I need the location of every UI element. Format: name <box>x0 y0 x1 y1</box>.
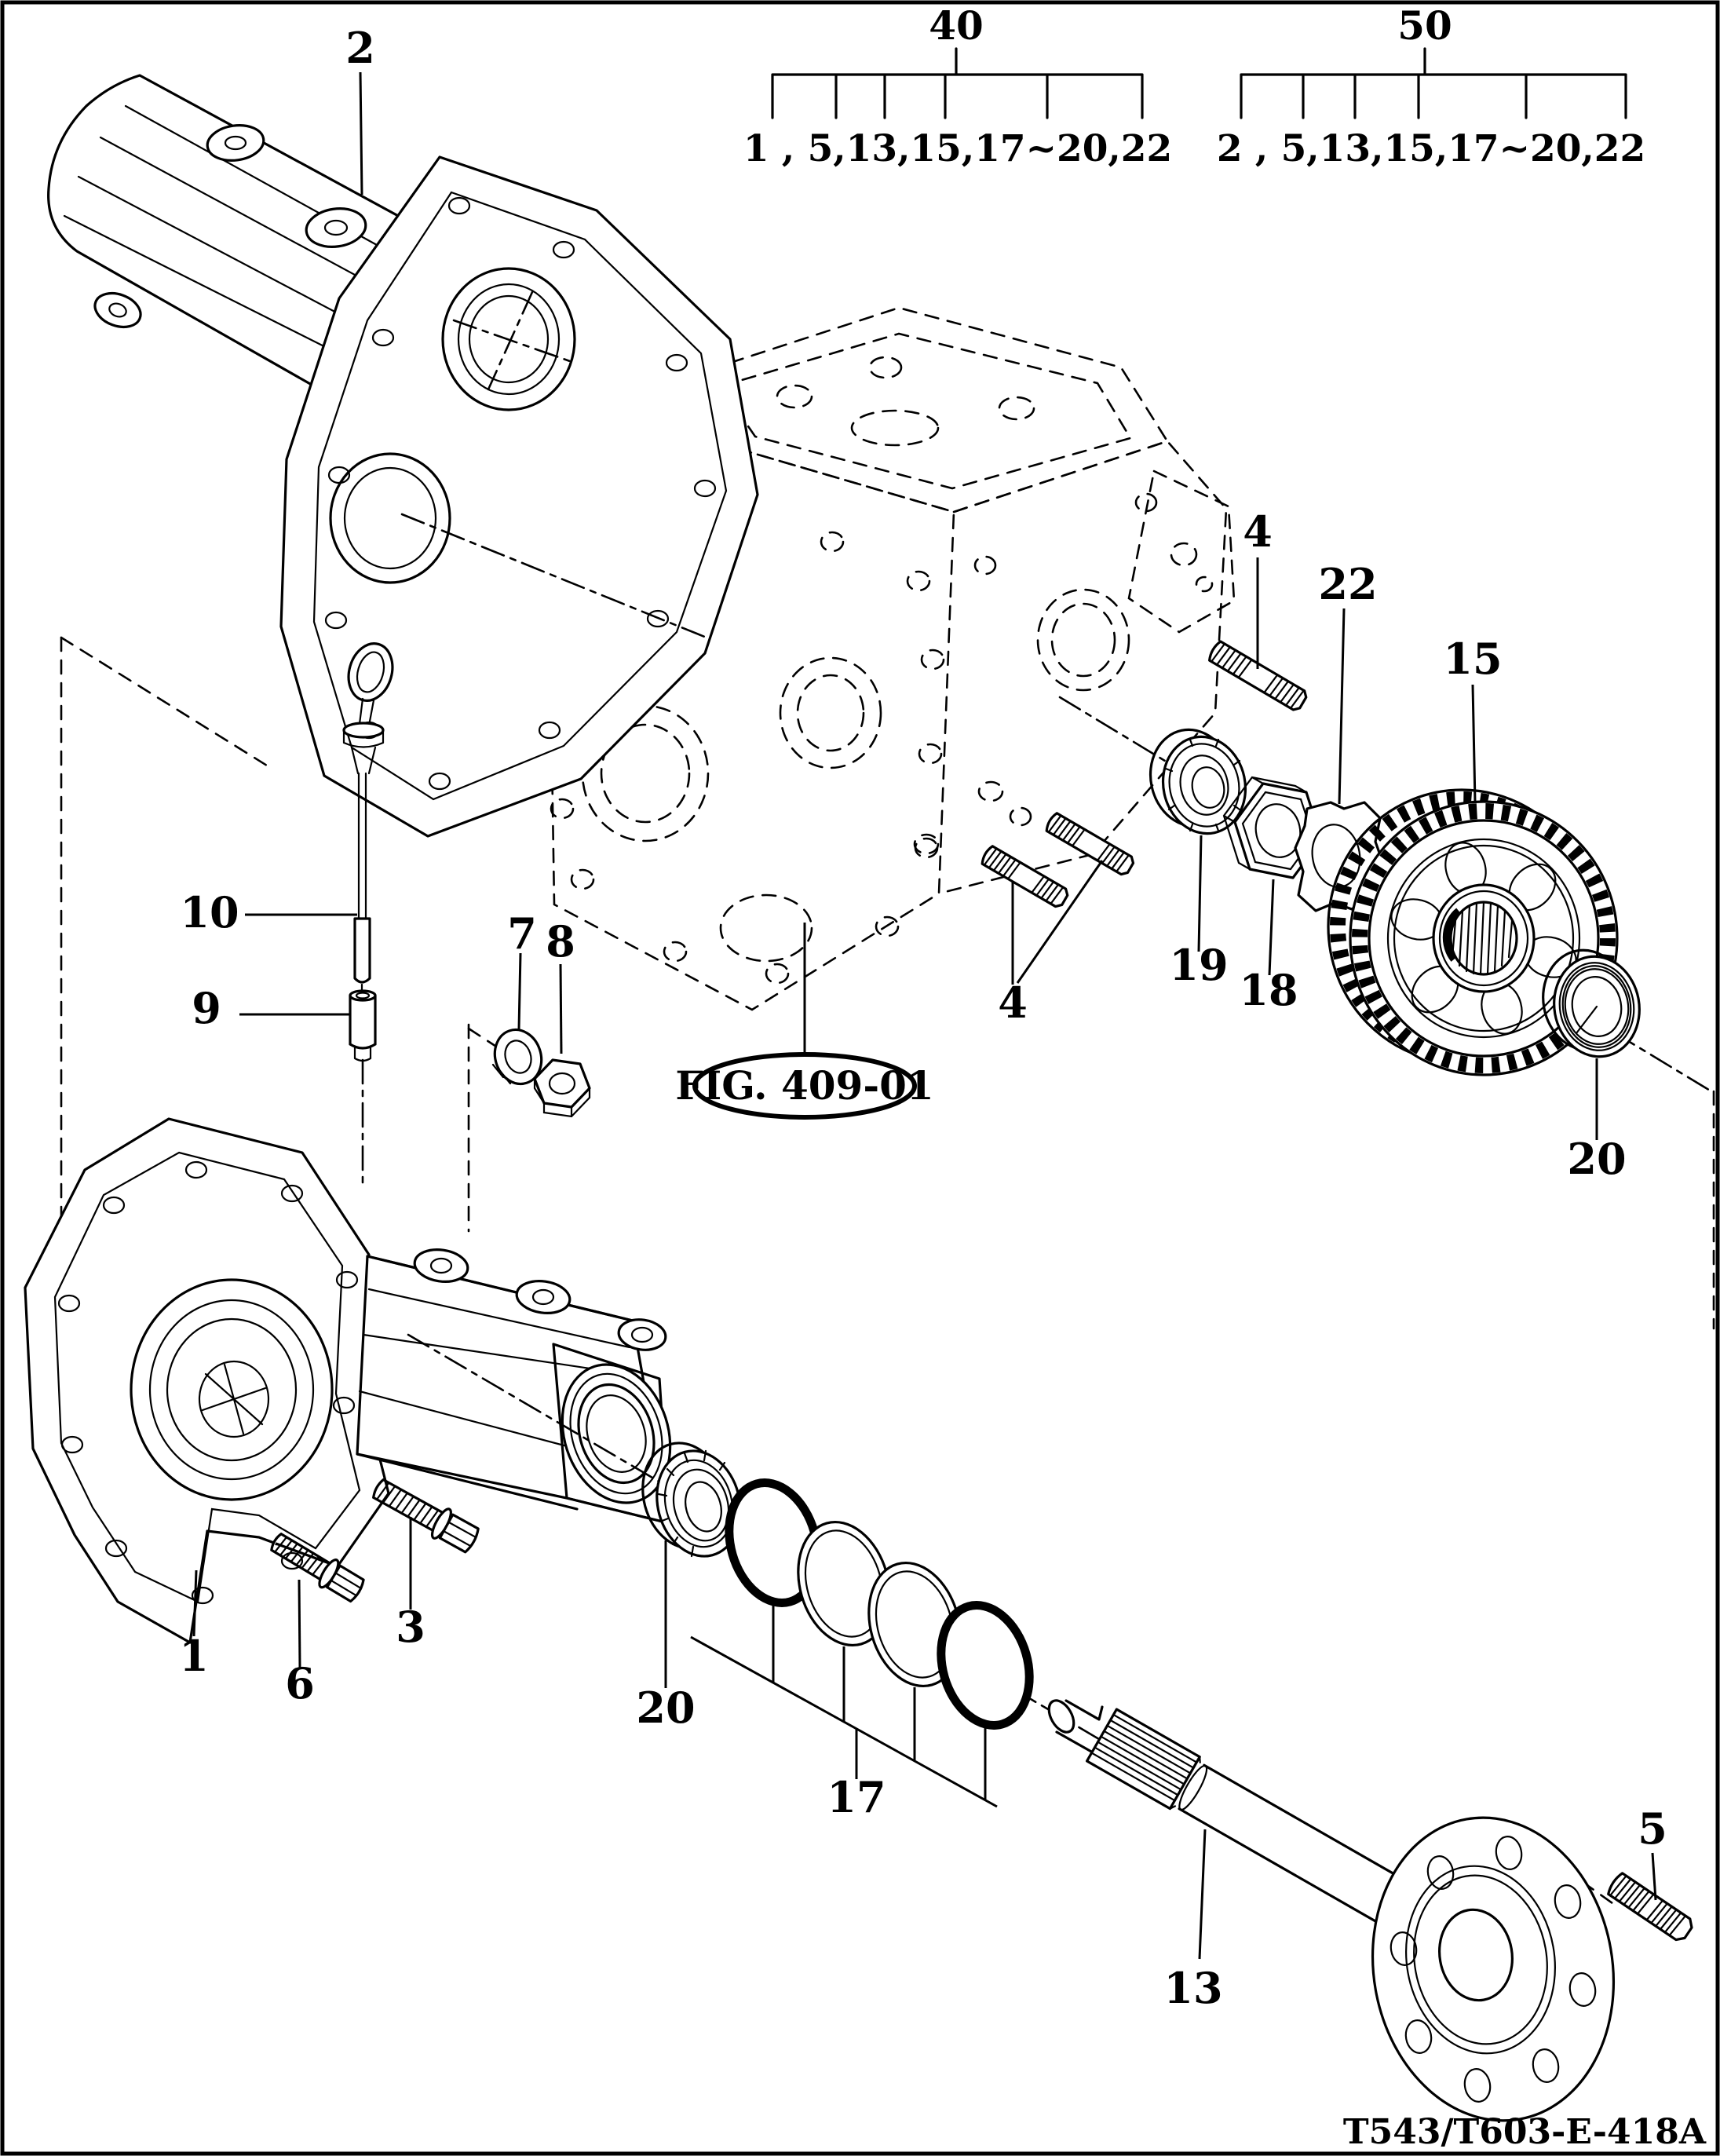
callout-22: 22 <box>1318 559 1377 609</box>
callout-5: 5 <box>1638 1803 1667 1854</box>
fig-reference-balloon: FIG. 409-01 <box>675 923 934 1120</box>
assembly-group-40-bracket: 40 1 , 5,13,15,17~20,22 <box>743 2 1172 170</box>
callout-6: 6 <box>285 1658 315 1708</box>
leader-lines <box>192 71 1657 1960</box>
part-15-final-gear <box>1327 788 1619 1076</box>
callout-2: 2 <box>345 23 375 73</box>
callout-18: 18 <box>1239 965 1298 1015</box>
part-2-axle-case <box>47 74 759 838</box>
callout-20-right: 20 <box>1567 1134 1626 1184</box>
transmission-case-reference <box>548 306 1236 1011</box>
part-17-seal-ring-4 <box>937 1601 1034 1730</box>
part-4-stud-c <box>1208 640 1308 711</box>
callout-1: 1 <box>179 1631 209 1681</box>
bore-centre-marks <box>452 291 572 391</box>
part-7-lock-washer <box>491 1028 543 1086</box>
part-9-dipstick-tube <box>349 989 377 1062</box>
flange-to-case-centreline <box>400 513 708 639</box>
wheel-flange-holes <box>1390 1836 1597 2103</box>
callout-7: 7 <box>507 908 537 959</box>
callout-15: 15 <box>1443 634 1502 684</box>
drawing-code: T543/T603-E-418A <box>1343 2112 1707 2152</box>
part-1-axle-case <box>24 1117 672 1644</box>
group-50-label: 50 <box>1397 2 1452 49</box>
part-1-bolt-holes <box>57 1160 359 1605</box>
callout-4b: 4 <box>998 978 1028 1028</box>
fig-reference-label: FIG. 409-01 <box>675 1062 933 1109</box>
assembly-group-50-bracket: 50 2 , 5,13,15,17~20,22 <box>1217 2 1645 170</box>
callout-labels: 2 10 9 7 8 4 22 15 4 19 18 20 1 6 3 20 1… <box>179 23 1667 2013</box>
callout-13: 13 <box>1163 1963 1222 2013</box>
callout-3: 3 <box>396 1602 425 1652</box>
part-10-dipstick <box>342 642 394 994</box>
part-20-oil-seal-right <box>1542 948 1641 1058</box>
group-50-items: 2 , 5,13,15,17~20,22 <box>1217 127 1645 170</box>
callout-8: 8 <box>546 916 575 967</box>
callout-17: 17 <box>827 1772 886 1822</box>
part-20-bearing-bottom <box>641 1442 742 1558</box>
callout-20-bottom: 20 <box>636 1683 695 1733</box>
part-3-bolt <box>372 1478 480 1554</box>
callout-19: 19 <box>1169 940 1228 990</box>
part-19-ball-bearing <box>1148 728 1247 835</box>
part-6-bolt <box>270 1533 365 1603</box>
callout-10: 10 <box>180 887 239 937</box>
part-4-stud-b <box>1045 812 1135 876</box>
group-40-items: 1 , 5,13,15,17~20,22 <box>743 127 1172 170</box>
part-8-hex-nut <box>533 1058 591 1118</box>
callout-9: 9 <box>192 983 221 1033</box>
part-2-bolt-holes <box>324 196 717 791</box>
part-5-wheel-stud <box>1607 1872 1693 1942</box>
group-40-label: 40 <box>929 2 984 49</box>
part-4-stud-a <box>981 845 1069 908</box>
part-13-axle-shaft <box>1047 1699 1616 2122</box>
callout-4a: 4 <box>1243 506 1273 557</box>
